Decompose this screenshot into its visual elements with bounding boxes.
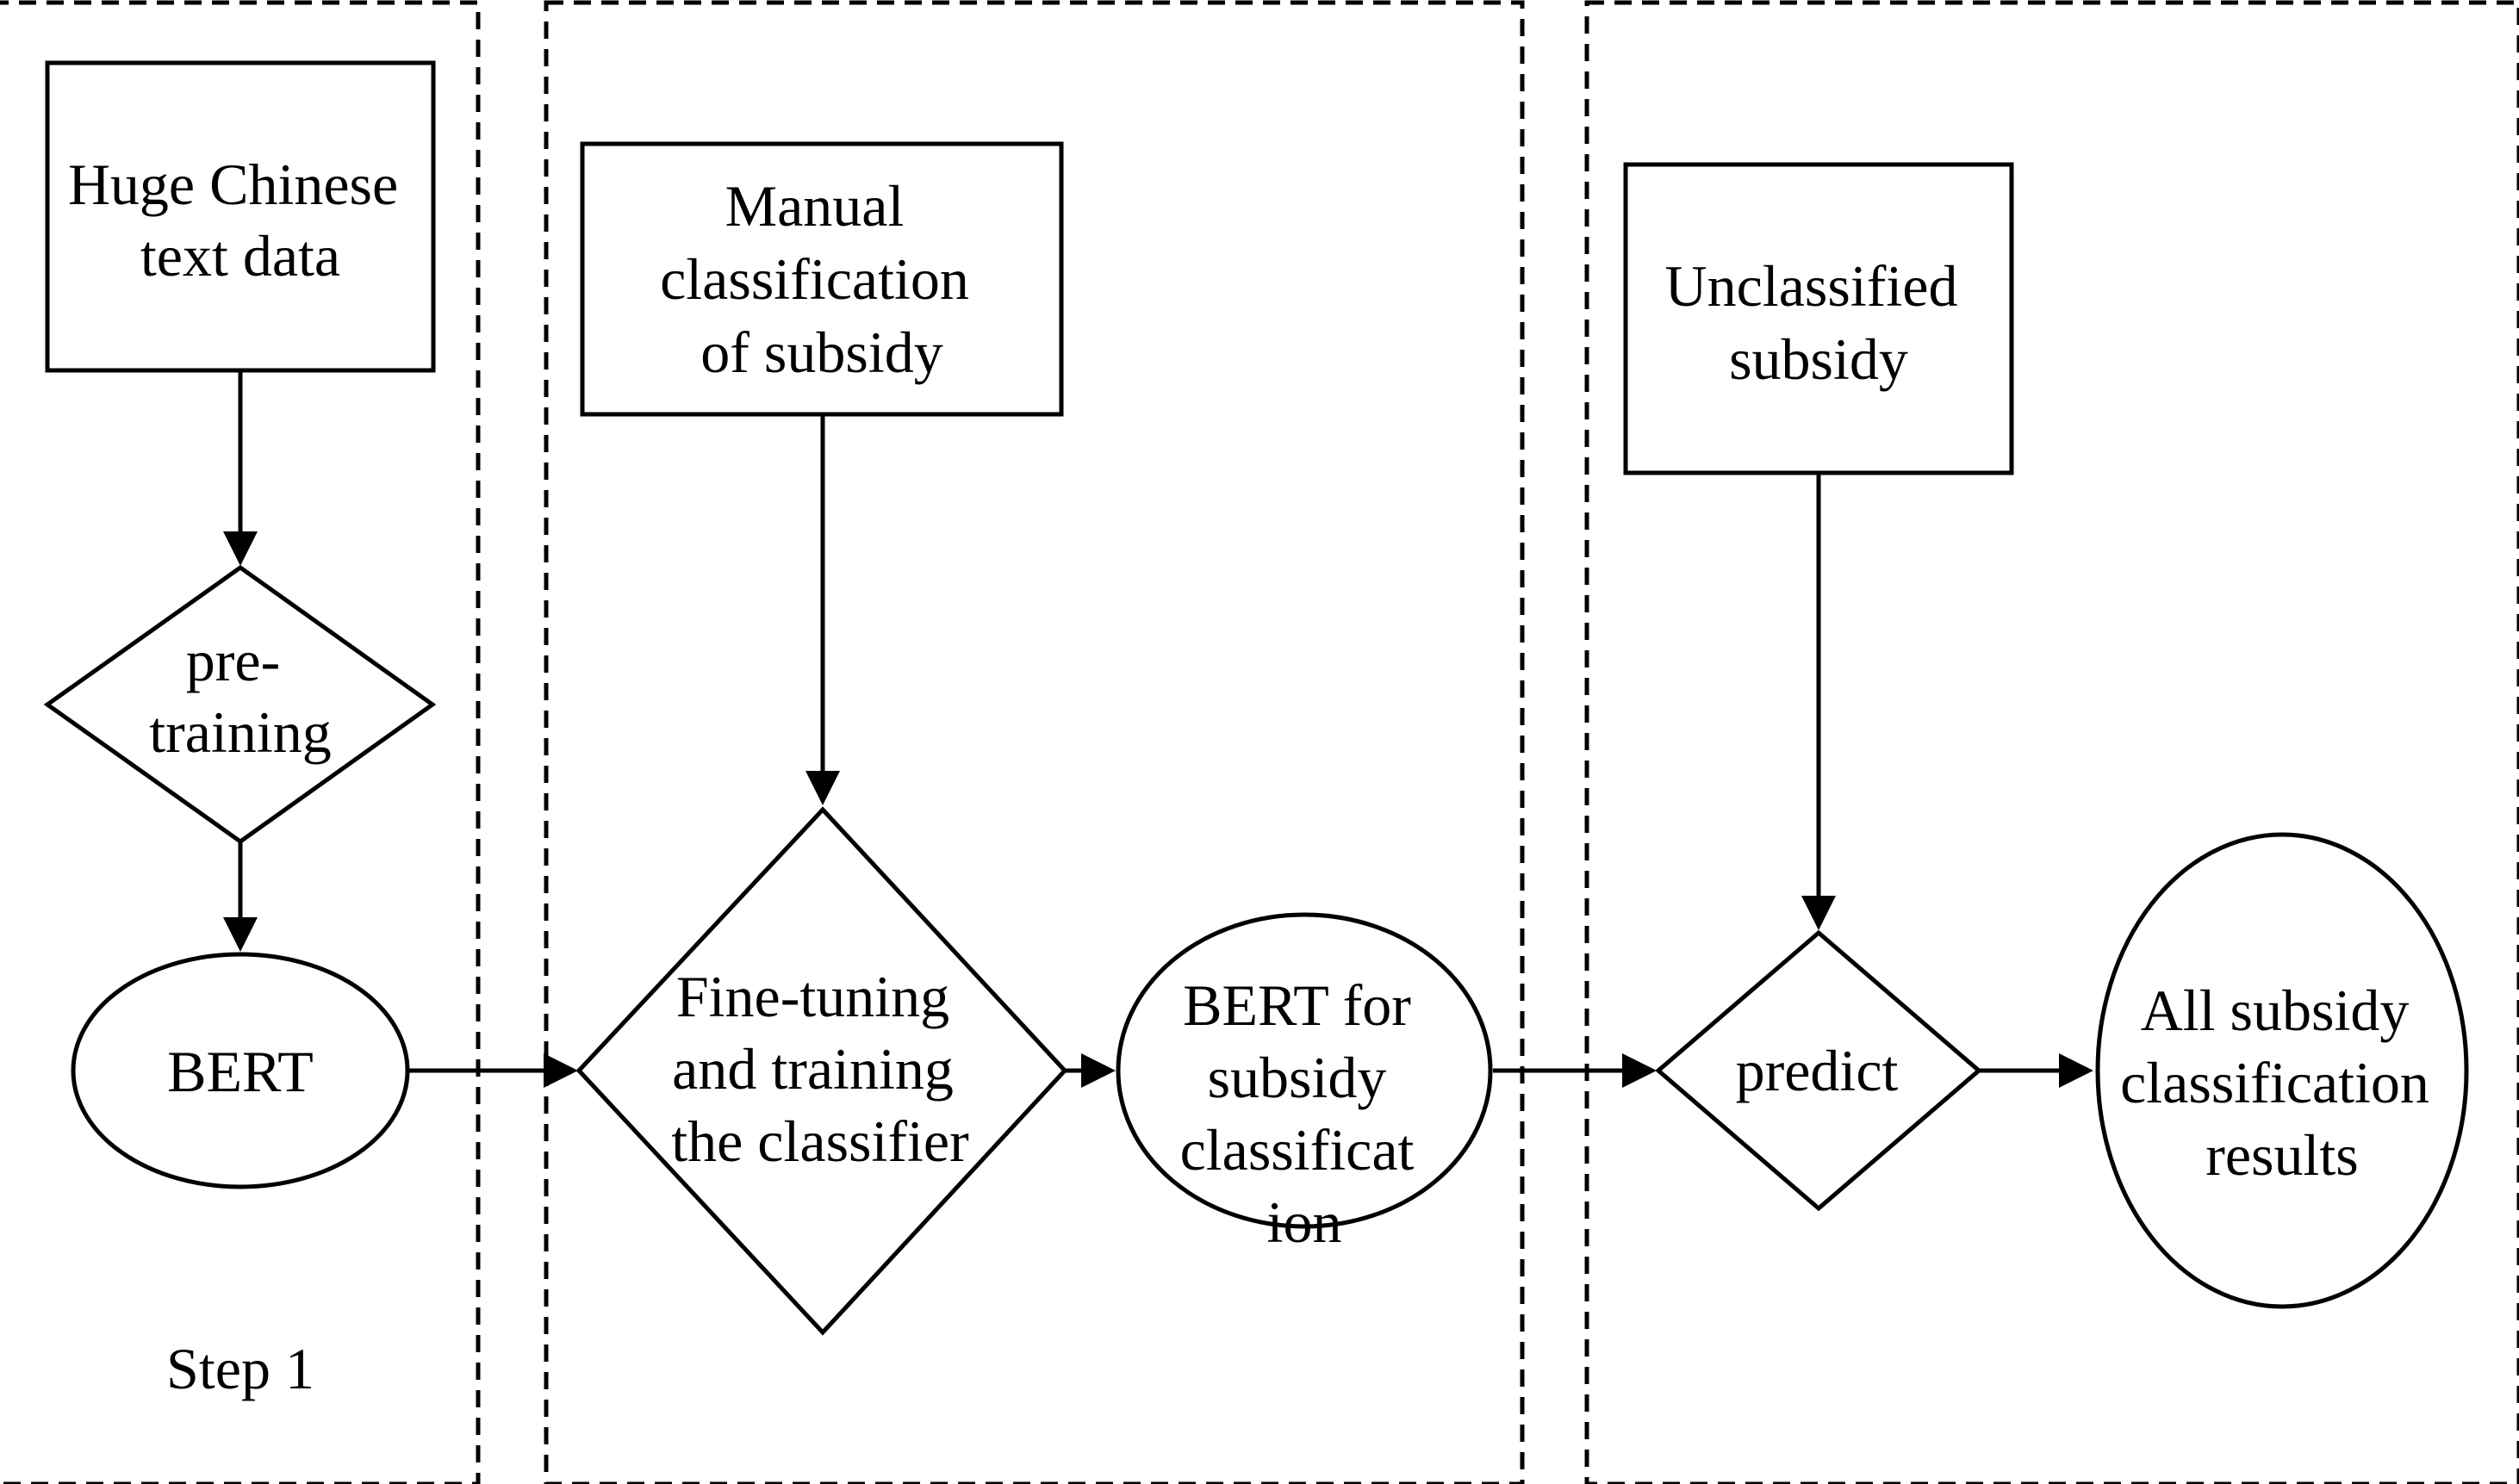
finetune-diamond <box>575 806 1068 1336</box>
step-3-panel <box>1584 0 2519 1484</box>
predict-diamond <box>1655 929 1982 1212</box>
huge-data-box <box>45 60 436 373</box>
step-1-panel <box>0 0 481 1484</box>
manual-classification-box <box>580 141 1064 417</box>
pretraining-diamond <box>43 564 437 845</box>
step-1-label: Step 1 <box>166 1336 314 1401</box>
bert-ellipse <box>71 952 410 1189</box>
pretraining-label: pre- training <box>149 628 332 765</box>
bert-for-subsidy-label: BERT for subsidy classificat ion <box>1180 972 1429 1255</box>
manual-classification-label: Manual classification of subsidy <box>660 173 984 385</box>
predict-label: predict <box>1736 1038 1899 1103</box>
step-2-panel <box>544 0 1525 1484</box>
bert-label: BERT <box>167 1039 314 1104</box>
results-label: All subsidy classification results <box>2120 978 2444 1188</box>
finetune-label: Fine-tuning and training the classifier <box>671 964 969 1174</box>
unclassified-subsidy-box <box>1623 162 2014 475</box>
unclassified-subsidy-label: Unclassified subsidy <box>1665 253 1973 392</box>
results-ellipse <box>2095 832 2469 1309</box>
huge-data-label: Huge Chinese text data <box>68 152 413 289</box>
bert-for-subsidy-ellipse <box>1116 912 1493 1229</box>
